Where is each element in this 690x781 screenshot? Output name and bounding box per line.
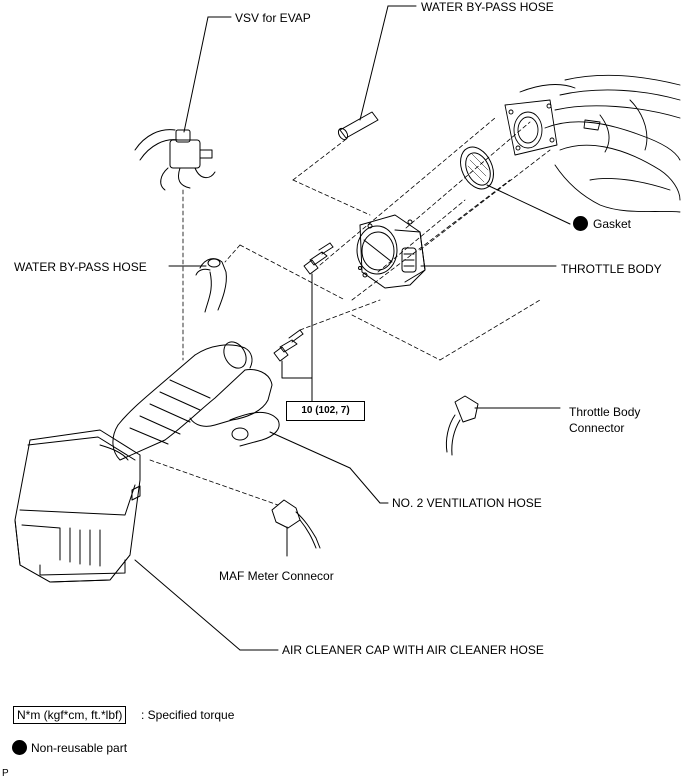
label-throttle-body-connector-line1: Throttle Body [569,405,641,419]
water-bypass-hose-top [337,5,417,141]
throttle-body-connector-part [445,395,561,456]
legend-torque-description: : Specified torque [141,708,235,722]
label-water-bypass-hose-left: WATER BY-PASS HOSE [14,260,147,274]
vsv-evap-part [134,16,232,191]
intake-manifold [504,74,681,213]
maf-meter-connector-part [271,499,321,557]
water-bypass-hose-left [168,258,227,313]
label-no2-ventilation-hose: NO. 2 VENTILATION HOSE [392,496,542,510]
label-throttle-body-connector-line2: Connector [569,421,625,435]
gasket-part [460,146,571,225]
legend-nonreusable-label: Non-reusable part [31,741,128,755]
legend-torque-unit: N*m (kgf*cm, ft.*lbf) [13,706,127,724]
air-cleaner-hose [112,341,389,504]
figure-code: P [2,768,9,779]
label-water-bypass-hose-top: WATER BY-PASS HOSE [421,0,554,14]
throttle-body-bolts [273,242,334,402]
label-maf-meter-connector: MAF Meter Connecor [219,569,334,583]
assembly-guide-lines [149,117,551,506]
label-throttle-body: THROTTLE BODY [561,262,662,276]
label-air-cleaner-cap: AIR CLEANER CAP WITH AIR CLEANER HOSE [282,643,544,657]
torque-spec-box: 10 (102, 7) [286,401,365,421]
label-vsv-evap: VSV for EVAP [235,11,311,25]
nonreusable-dot-gasket [573,216,588,231]
throttle-body-part [356,214,557,289]
legend-nonreusable-dot [12,740,27,755]
air-cleaner-cap [14,429,279,651]
label-gasket: Gasket [593,217,632,231]
